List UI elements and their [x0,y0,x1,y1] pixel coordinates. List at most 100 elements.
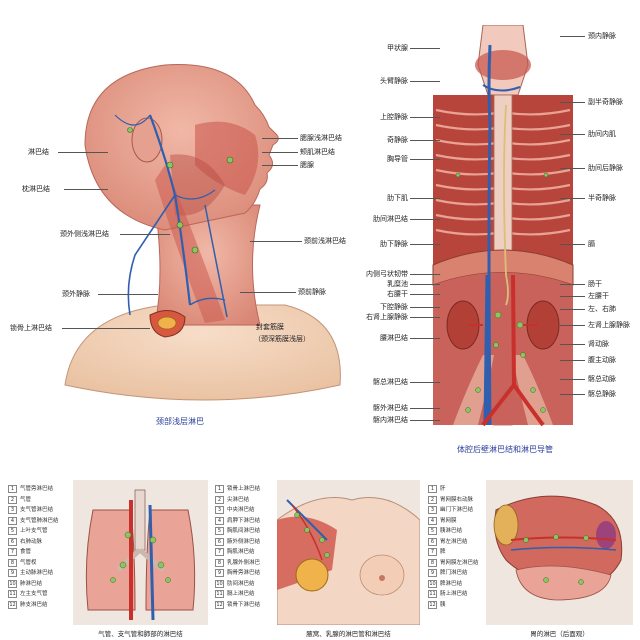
legend-number: 1 [428,485,437,494]
posterior-wall-right-label: 左腰干 [588,292,609,300]
legend-text: 锁骨下淋巴结 [227,601,261,608]
legend-text: 胸肌淋巴结 [227,549,255,555]
leader-line [262,165,298,166]
stomach-caption: 胃的淋巴（后面观） [530,630,589,638]
leader-line [560,360,585,361]
leader-line [410,317,440,318]
leader-line [410,274,440,275]
legend-number: 4 [215,516,224,525]
posterior-wall-left-label: 髂内淋巴结 [373,416,408,424]
legend-text: 胃网膜右动脉 [440,496,474,503]
leader-line [410,140,440,141]
posterior-wall-left-label: 奇静脉 [387,136,408,144]
legend-number: 3 [215,506,224,515]
leader-line [410,117,440,118]
legend-number: 10 [428,579,437,588]
lungs-caption: 气管、支气管和肺部的淋巴结 [98,630,183,638]
head-neck-caption: 颈部浅层淋巴 [156,417,204,426]
posterior-wall-illustration [428,25,578,435]
label-superficial-lateral-cervical-lymph-node: 颈外侧浅淋巴结 [60,230,109,238]
leader-line [560,284,585,285]
legend-number: 7 [428,548,437,557]
legend-text: 主动脉淋巴结 [20,570,54,576]
posterior-wall-right-label: 肠干 [588,280,602,288]
posterior-wall-right-label: 左、右肺 [588,305,616,313]
legend-text: 肝 [440,486,446,492]
label-supraclavicular-lymph-node: 锁骨上淋巴结 [10,324,52,332]
legend-number: 2 [428,495,437,504]
leader-line [560,36,585,37]
posterior-wall-right-label: 髂总静脉 [588,390,616,398]
label-anterior-jugular-vein: 颈前静脉 [298,288,326,296]
posterior-wall-left-label: 胸导管 [387,155,408,163]
leader-line [410,420,440,421]
posterior-wall-right-label: 髂总动脉 [588,375,616,383]
posterior-wall-drawing [432,25,574,427]
legend-text: 腋外侧淋巴结 [227,538,261,545]
posterior-wall-left-label: 肋间淋巴结 [373,215,408,223]
legend-text: 肺支淋巴结 [20,601,48,608]
lungs-drawing [85,489,196,621]
leader-line [560,325,585,326]
legend-number: 5 [428,527,437,536]
legend-text: 气管旁淋巴结 [20,486,54,492]
legend-number: 11 [8,590,17,599]
posterior-wall-left-label: 下腔静脉 [380,303,408,311]
posterior-wall-left-label: 乳糜池 [387,280,408,288]
leader-line [250,241,302,242]
posterior-wall-left-label: 右腰干 [387,290,408,298]
legend-number: 12 [8,600,17,609]
label-lymph-node: 淋巴结 [28,148,49,156]
legend-text: 锁骨上淋巴结 [227,486,261,492]
leader-line [410,81,440,82]
posterior-wall-left-label: 腰淋巴结 [380,334,408,342]
legend-text: 胃网膜 [440,517,457,524]
leader-line [560,198,585,199]
legend-text: 气管杈 [20,559,37,566]
leader-line [410,48,440,49]
legend-number: 12 [215,600,224,609]
leader-line [560,309,585,310]
legend-text: 胰淋巴结 [440,528,463,534]
posterior-wall-right-label: 半奇静脉 [588,194,616,202]
posterior-wall-right-label: 副半奇静脉 [588,98,623,106]
legend-text: 尖淋巴结 [227,496,250,503]
legend-text: 乳腺外侧淋巴 [227,559,261,566]
legend-number: 1 [8,485,17,494]
legend-text: 脾 [440,549,446,555]
label-buccal-lymph-node: 颊肌淋巴结 [300,148,335,156]
legend-text: 胰 [440,601,446,608]
legend-number: 11 [428,590,437,599]
legend-number: 7 [215,548,224,557]
label-parotid-gland: 腮腺 [300,161,314,169]
leader-line [120,234,170,235]
legend-text: 脾淋巴结 [440,580,463,587]
leader-line [58,152,108,153]
label-investing-fascia-sub: （颈深筋膜浅层） [254,335,310,343]
leader-line [98,294,158,295]
posterior-wall-right-label: 肋间后静脉 [588,164,623,172]
legend-number: 6 [8,537,17,546]
legend-text: 幽门下淋巴结 [440,507,474,513]
legend-number: 4 [8,516,17,525]
posterior-wall-right-label: 颈内静脉 [588,32,616,40]
